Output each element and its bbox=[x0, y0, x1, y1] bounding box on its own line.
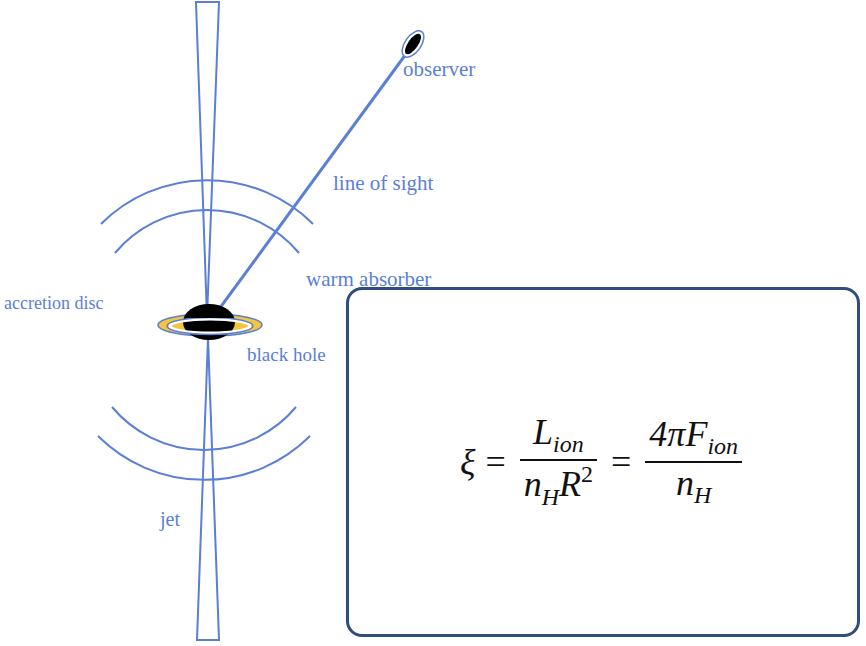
formula-part: R bbox=[559, 465, 581, 505]
formula-part: n bbox=[524, 465, 542, 505]
formula-part: = bbox=[485, 441, 505, 483]
absorber-arc bbox=[98, 436, 310, 480]
observer-eye bbox=[398, 27, 428, 61]
accretion-disc-label: accretion disc bbox=[4, 294, 103, 314]
numerator: Lion bbox=[529, 412, 588, 459]
eye-pupil bbox=[402, 31, 424, 56]
formula-part: ξ bbox=[460, 441, 475, 483]
black-hole-label: black hole bbox=[247, 345, 326, 366]
formula-part: ion bbox=[553, 432, 584, 458]
formula-part: H bbox=[694, 482, 711, 508]
eye-outline bbox=[398, 27, 428, 61]
jet-label: jet bbox=[160, 508, 180, 530]
black-hole-top bbox=[185, 307, 233, 318]
formula-part: n bbox=[676, 463, 694, 503]
fraction-bar bbox=[645, 461, 742, 463]
formula-part: 2 bbox=[581, 461, 593, 487]
line-of-sight-label: line of sight bbox=[333, 172, 433, 195]
formula-part: L bbox=[533, 412, 553, 452]
fraction: 4πFionnH bbox=[645, 414, 742, 510]
observer-label: observer bbox=[403, 58, 475, 81]
formula-box: ξ=LionnHR2=4πFionnH bbox=[346, 287, 860, 637]
fraction-bar bbox=[520, 459, 597, 461]
absorber-arc bbox=[101, 180, 313, 224]
denominator: nHR2 bbox=[520, 461, 597, 511]
jet-upper bbox=[196, 2, 219, 318]
denominator: nH bbox=[672, 463, 715, 510]
absorber-arc bbox=[115, 210, 299, 253]
disc-gap bbox=[170, 319, 250, 333]
formula-part: = bbox=[611, 441, 631, 483]
formula-part: 4πF bbox=[649, 414, 707, 454]
numerator: 4πFion bbox=[645, 414, 742, 461]
formula-part: ion bbox=[707, 433, 738, 459]
absorber-arc bbox=[112, 407, 296, 450]
disc-ring bbox=[167, 318, 253, 335]
jet-lower bbox=[197, 338, 219, 640]
formula-part: H bbox=[542, 484, 559, 510]
formula: ξ=LionnHR2=4πFionnH bbox=[460, 412, 746, 511]
fraction: LionnHR2 bbox=[520, 412, 597, 511]
